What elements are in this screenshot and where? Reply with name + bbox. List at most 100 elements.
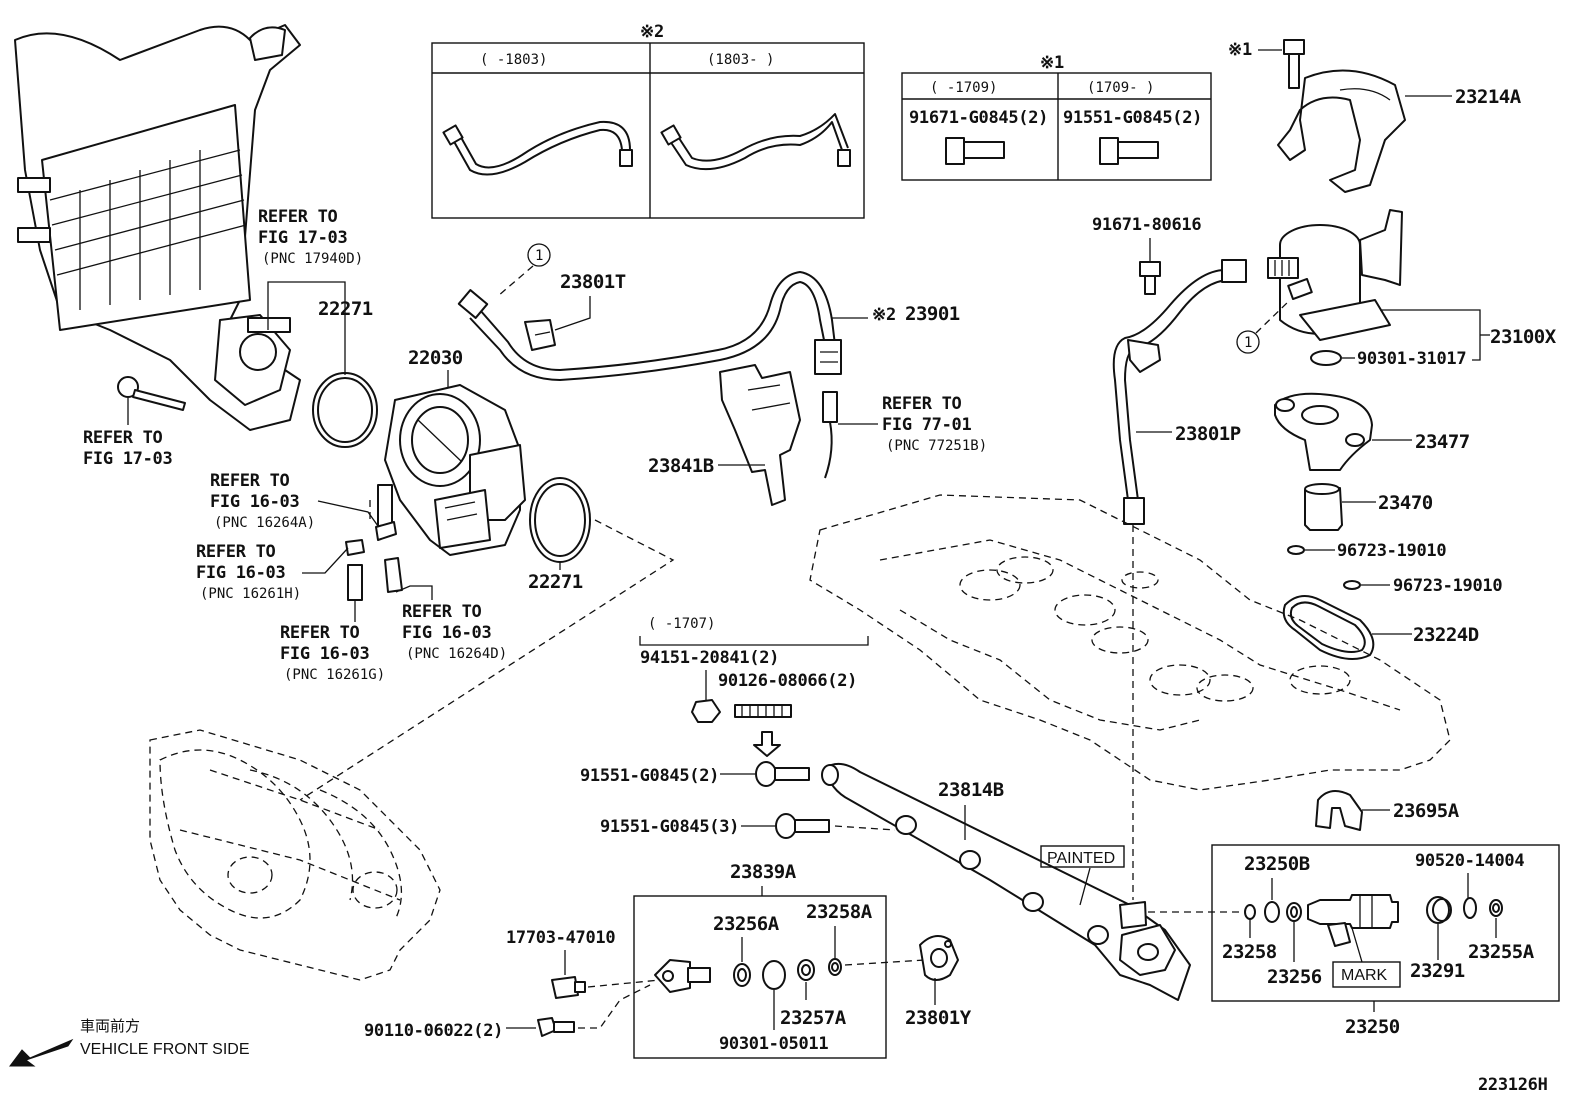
callout-22271-top: 22271: [318, 298, 373, 320]
refer-line: REFER TO: [196, 542, 276, 562]
callout-23801t: 23801T: [560, 271, 626, 293]
refer-line: (PNC 77251B): [886, 438, 987, 454]
variant-1707-header: ( -1707): [648, 616, 715, 632]
refer-line: FIG 77-01: [882, 415, 971, 435]
reference-marker-1-label: 1: [1244, 335, 1252, 351]
nut-icon: [691, 699, 721, 723]
pressure-sensor-icon: [654, 959, 711, 993]
refer-line: FIG 17-03: [258, 228, 347, 248]
fuel-injector-icon: [1307, 894, 1399, 947]
callout-23841b: 23841B: [648, 455, 714, 477]
refer-line: (PNC 16261H): [200, 586, 301, 602]
refer-line: FIG 16-03: [196, 563, 285, 583]
refer-fig-17-03-pnc-17940d: REFER TO FIG 17-03 (PNC 17940D): [258, 207, 363, 267]
variant-box-1-right-header: (1709- ): [1087, 80, 1154, 96]
bolt-icon: [775, 813, 830, 839]
cylinder-head-icon: [809, 494, 1451, 791]
seal-icon: [1463, 897, 1477, 919]
washer-icon: [828, 958, 842, 976]
washer-icon: [1489, 899, 1503, 917]
reference-marker-1: 1: [527, 243, 551, 267]
refer-fig-16-03-pnc-16264d: REFER TO FIG 16-03 (PNC 16264D): [402, 602, 507, 662]
refer-line: REFER TO: [210, 471, 290, 491]
flange-bolt-icon: [945, 137, 1005, 165]
variant-box-2-frame: [431, 42, 865, 219]
variant-box-1-left-header: ( -1709): [930, 80, 997, 96]
part-number-91671-g0845: 91671-G0845(2): [909, 108, 1048, 128]
callout-96723-19010-a: 96723-19010: [1337, 541, 1446, 561]
callout-23258: 23258: [1222, 941, 1277, 963]
callout-22030: 22030: [408, 347, 463, 369]
refer-fig-16-03-pnc-16261g: REFER TO FIG 16-03 (PNC 16261G): [280, 623, 385, 683]
mark-label: MARK: [1332, 961, 1401, 988]
gasket-icon: [1282, 595, 1375, 660]
fuel-rail-icon: [821, 762, 1191, 1001]
refer-fig-17-03: REFER TO FIG 17-03: [83, 428, 173, 469]
refer-line: FIG 16-03: [402, 623, 491, 643]
callout-90301-31017: 90301-31017: [1357, 349, 1466, 369]
callout-90110-06022: 90110-06022(2): [364, 1021, 503, 1041]
callout-23801y: 23801Y: [905, 1007, 972, 1029]
fuel-pipe-icon: [457, 271, 842, 381]
throttle-body-icon: [384, 384, 526, 556]
callout-94151-20841: 94151-20841(2): [640, 648, 779, 668]
refer-line: REFER TO: [280, 623, 360, 643]
callout-23258a: 23258A: [806, 901, 873, 923]
seal-icon: [1244, 904, 1256, 920]
variant-box-2-left-header: ( -1803): [480, 52, 547, 68]
variant-box-2-marker: ※2: [640, 22, 664, 42]
callout-23214a: 23214A: [1455, 86, 1522, 108]
intake-manifold-icon: [149, 729, 441, 981]
callout-23257a: 23257A: [780, 1007, 847, 1029]
callout-23695a: 23695A: [1393, 800, 1460, 822]
seal-icon: [797, 959, 815, 981]
bolt-icon: [1283, 39, 1305, 89]
callout-23901: 23901: [905, 303, 960, 325]
fuel-pipe-icon: [1112, 259, 1247, 525]
o-ring-icon: [1286, 902, 1302, 922]
clip-icon: [524, 319, 556, 351]
sensor-icon: [822, 391, 838, 479]
refer-line: FIG 17-03: [83, 449, 172, 469]
refer-fig-77-01: REFER TO FIG 77-01 (PNC 77251B): [882, 394, 987, 454]
callout-23224d: 23224D: [1413, 624, 1479, 646]
injector-kit-frame: [1211, 844, 1560, 1002]
pump-lifter-housing-icon: [1274, 392, 1373, 471]
callout-23100x: 23100X: [1490, 326, 1557, 348]
refer-line: FIG 16-03: [280, 644, 369, 664]
gasket-icon: [312, 372, 378, 448]
variant-box-2-right-header: (1803- ): [707, 52, 774, 68]
callout-96723-19010-b: 96723-19010: [1393, 576, 1502, 596]
refer-line: REFER TO: [258, 207, 338, 227]
bracket-icon: [1277, 69, 1406, 193]
callout-23214a-marker: ※1: [1228, 40, 1252, 60]
fuel-pipe-early-icon: [451, 128, 626, 176]
bolt-icon: [755, 761, 810, 787]
fuel-pump-icon: [1267, 209, 1403, 341]
callout-91551-g0845-3: 91551-G0845(3): [600, 817, 739, 837]
arrow-down-icon: [753, 731, 781, 757]
gasket-icon: [529, 477, 591, 563]
reference-marker-1: 1: [1236, 330, 1260, 354]
fuel-pipe-late-icon: [667, 121, 843, 171]
refer-line: (PNC 16264A): [214, 515, 315, 531]
stud-bolt-icon: [734, 704, 792, 718]
clip-icon: [1315, 790, 1363, 831]
callout-23291: 23291: [1410, 960, 1465, 982]
callout-22271-bottom: 22271: [528, 571, 583, 593]
painted-label-text: PAINTED: [1047, 850, 1115, 867]
refer-line: FIG 16-03: [210, 492, 299, 512]
seal-icon: [733, 963, 751, 987]
callout-23470: 23470: [1378, 492, 1433, 514]
refer-fig-16-03-pnc-16264a: REFER TO FIG 16-03 (PNC 16264A): [210, 471, 315, 531]
o-ring-icon: [1343, 580, 1361, 590]
callout-23901-marker: ※2: [872, 305, 896, 325]
refer-line: (PNC 16261G): [284, 667, 385, 683]
refer-line: (PNC 16264D): [406, 646, 507, 662]
refer-line: REFER TO: [882, 394, 962, 414]
callout-23801p: 23801P: [1175, 423, 1241, 445]
callout-91551-g0845-2: 91551-G0845(2): [580, 766, 719, 786]
refer-line: REFER TO: [83, 428, 163, 448]
refer-fig-16-03-pnc-16261h: REFER TO FIG 16-03 (PNC 16261H): [196, 542, 301, 602]
